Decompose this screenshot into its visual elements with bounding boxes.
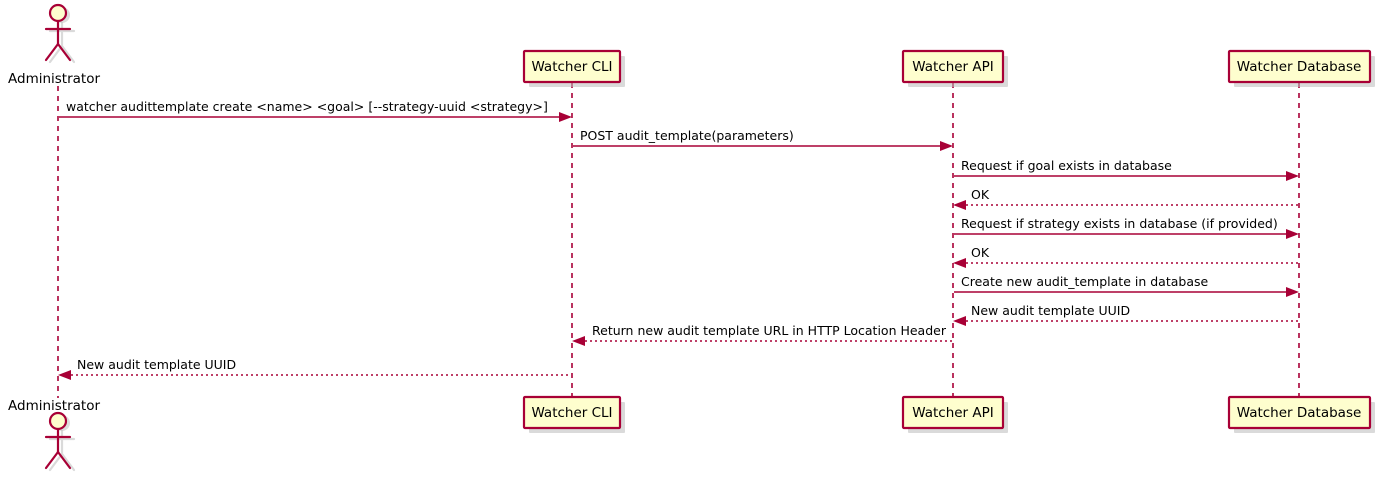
actor-leg-left-icon [44,450,60,470]
message-8[interactable]: New audit template UUID [953,303,1298,326]
message-label-5: Request if strategy exists in database (… [961,216,1278,231]
message-arrowhead-left [953,200,966,210]
participant-label-watcher-cli-bottom: Watcher CLI [531,405,612,421]
actor-head-icon [48,411,68,431]
participant-box-rect [901,395,1005,430]
message-arrowhead-left [953,316,966,326]
participant-box-watcher-cli-bottom[interactable]: Watcher CLI [522,395,625,433]
message-label-1: watcher audittemplate create <name> <goa… [66,99,548,114]
participant-label-watcher-api-top: Watcher API [912,59,994,75]
message-3[interactable]: Request if goal exists in database [954,158,1299,181]
message-arrowhead-left [953,258,966,268]
message-arrowhead-right [940,141,953,151]
actor-administrator-bottom[interactable]: Administrator [8,398,100,472]
actor-leg-right-icon [56,42,72,62]
message-arrowhead-right [1286,171,1299,181]
message-arrowhead-right [1286,287,1299,297]
message-2[interactable]: POST audit_template(parameters) [573,128,953,151]
actor-label-administrator-bottom: Administrator [8,398,100,414]
participant-box-rect [1227,395,1372,430]
participant-label-watcher-cli-top: Watcher CLI [531,59,612,75]
message-6[interactable]: OK [953,245,1298,268]
participant-box-rect [522,49,622,84]
message-arrowhead-right [1286,229,1299,239]
participant-box-watcher-api-top[interactable]: Watcher API [901,49,1008,87]
participant-label-watcher-database-top: Watcher Database [1237,59,1362,75]
message-9[interactable]: Return new audit template URL in HTTP Lo… [572,323,952,346]
participant-box-rect [522,395,622,430]
participant-box-rect [901,49,1005,84]
message-7[interactable]: Create new audit_template in database [954,274,1299,297]
actor-administrator-top[interactable]: Administrator [8,3,100,87]
message-10[interactable]: New audit template UUID [58,357,571,380]
participant-label-watcher-api-bottom: Watcher API [912,405,994,421]
participant-box-watcher-api-bottom[interactable]: Watcher API [901,395,1008,433]
message-arrowhead-left [58,370,71,380]
message-arrowhead-right [559,112,572,122]
actor-label-administrator-top: Administrator [8,71,100,87]
actor-leg-right-icon [56,450,72,470]
participant-label-watcher-database-bottom: Watcher Database [1237,405,1362,421]
participant-box-watcher-database-bottom[interactable]: Watcher Database [1227,395,1375,433]
actor-leg-left-icon [44,42,60,62]
message-1[interactable]: watcher audittemplate create <name> <goa… [59,99,572,122]
message-4[interactable]: OK [953,187,1298,210]
message-label-4: OK [971,187,990,202]
participant-box-rect [1227,49,1372,84]
actor-head-icon [48,3,68,23]
message-label-9: Return new audit template URL in HTTP Lo… [592,323,947,338]
participant-box-watcher-cli-top[interactable]: Watcher CLI [522,49,625,87]
participant-box-watcher-database-top[interactable]: Watcher Database [1227,49,1375,87]
message-label-8: New audit template UUID [971,303,1130,318]
message-label-7: Create new audit_template in database [961,274,1208,289]
lifelines-group [57,83,1300,398]
message-label-2: POST audit_template(parameters) [580,128,794,143]
message-label-6: OK [971,245,990,260]
message-5[interactable]: Request if strategy exists in database (… [954,216,1299,239]
message-arrowhead-left [572,336,585,346]
message-label-3: Request if goal exists in database [961,158,1172,173]
message-label-10: New audit template UUID [77,357,236,372]
